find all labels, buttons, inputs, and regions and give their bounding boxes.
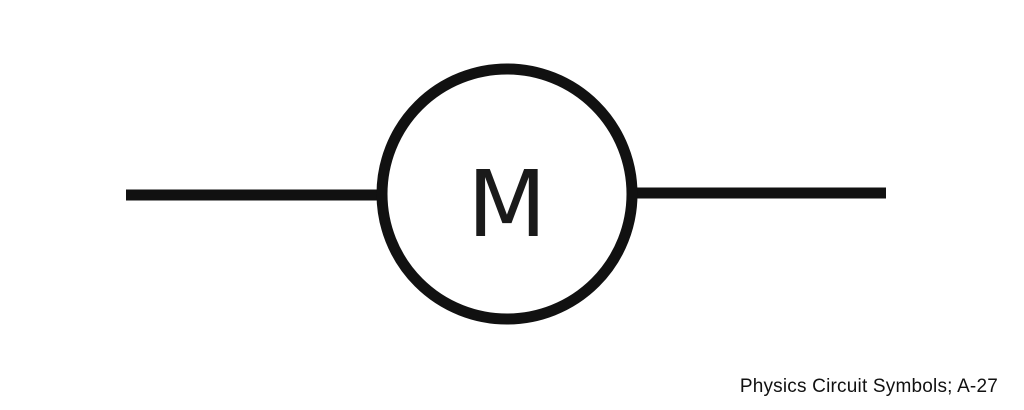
motor-circle: [376, 63, 638, 325]
motor-letter: M: [467, 151, 546, 258]
caption: Physics Circuit Symbols; A-27: [739, 376, 998, 397]
